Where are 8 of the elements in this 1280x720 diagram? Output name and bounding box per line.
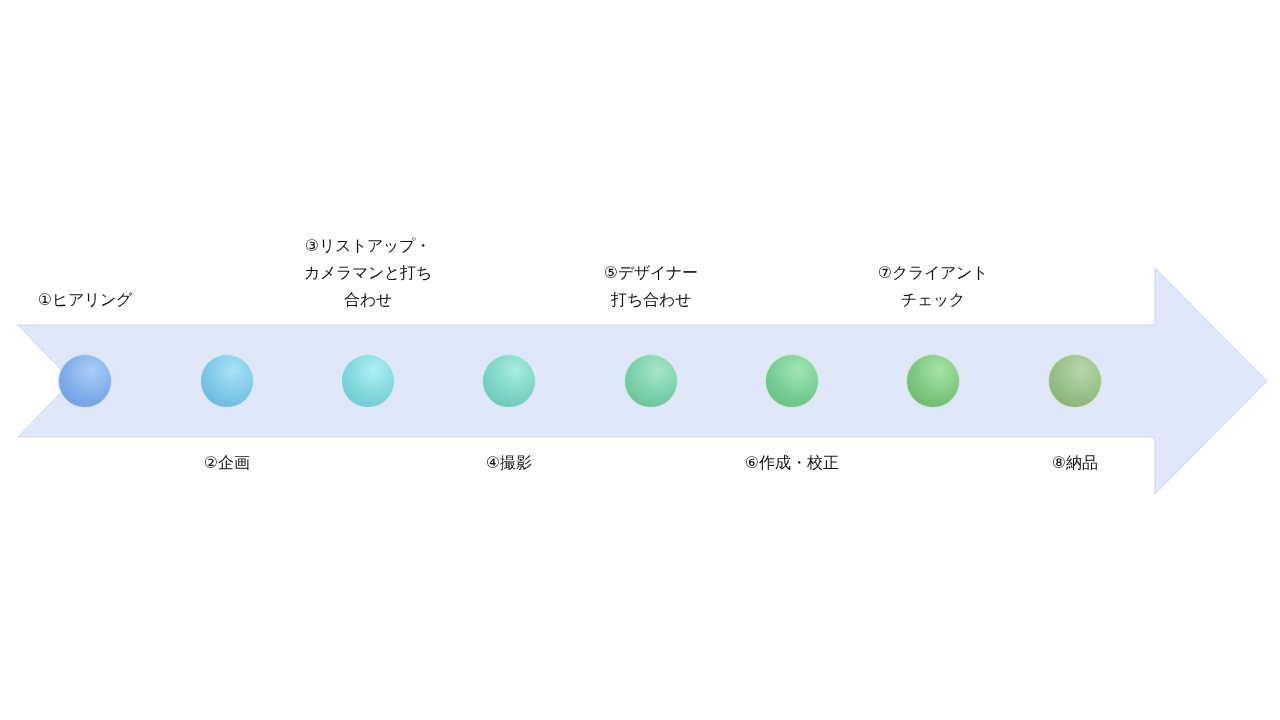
step-label: ④撮影 — [485, 452, 533, 474]
step-label: ⑦クライアントチェック — [876, 262, 990, 311]
step-label: ⑥作成・校正 — [744, 452, 840, 474]
step-label: ⑤デザイナー打ち合わせ — [602, 262, 700, 311]
step-label: ③リストアップ・カメラマンと打ち合わせ — [303, 235, 433, 311]
step-label: ①ヒアリング — [37, 289, 133, 311]
step-label: ⑧納品 — [1051, 452, 1099, 474]
step-label: ②企画 — [203, 452, 251, 474]
